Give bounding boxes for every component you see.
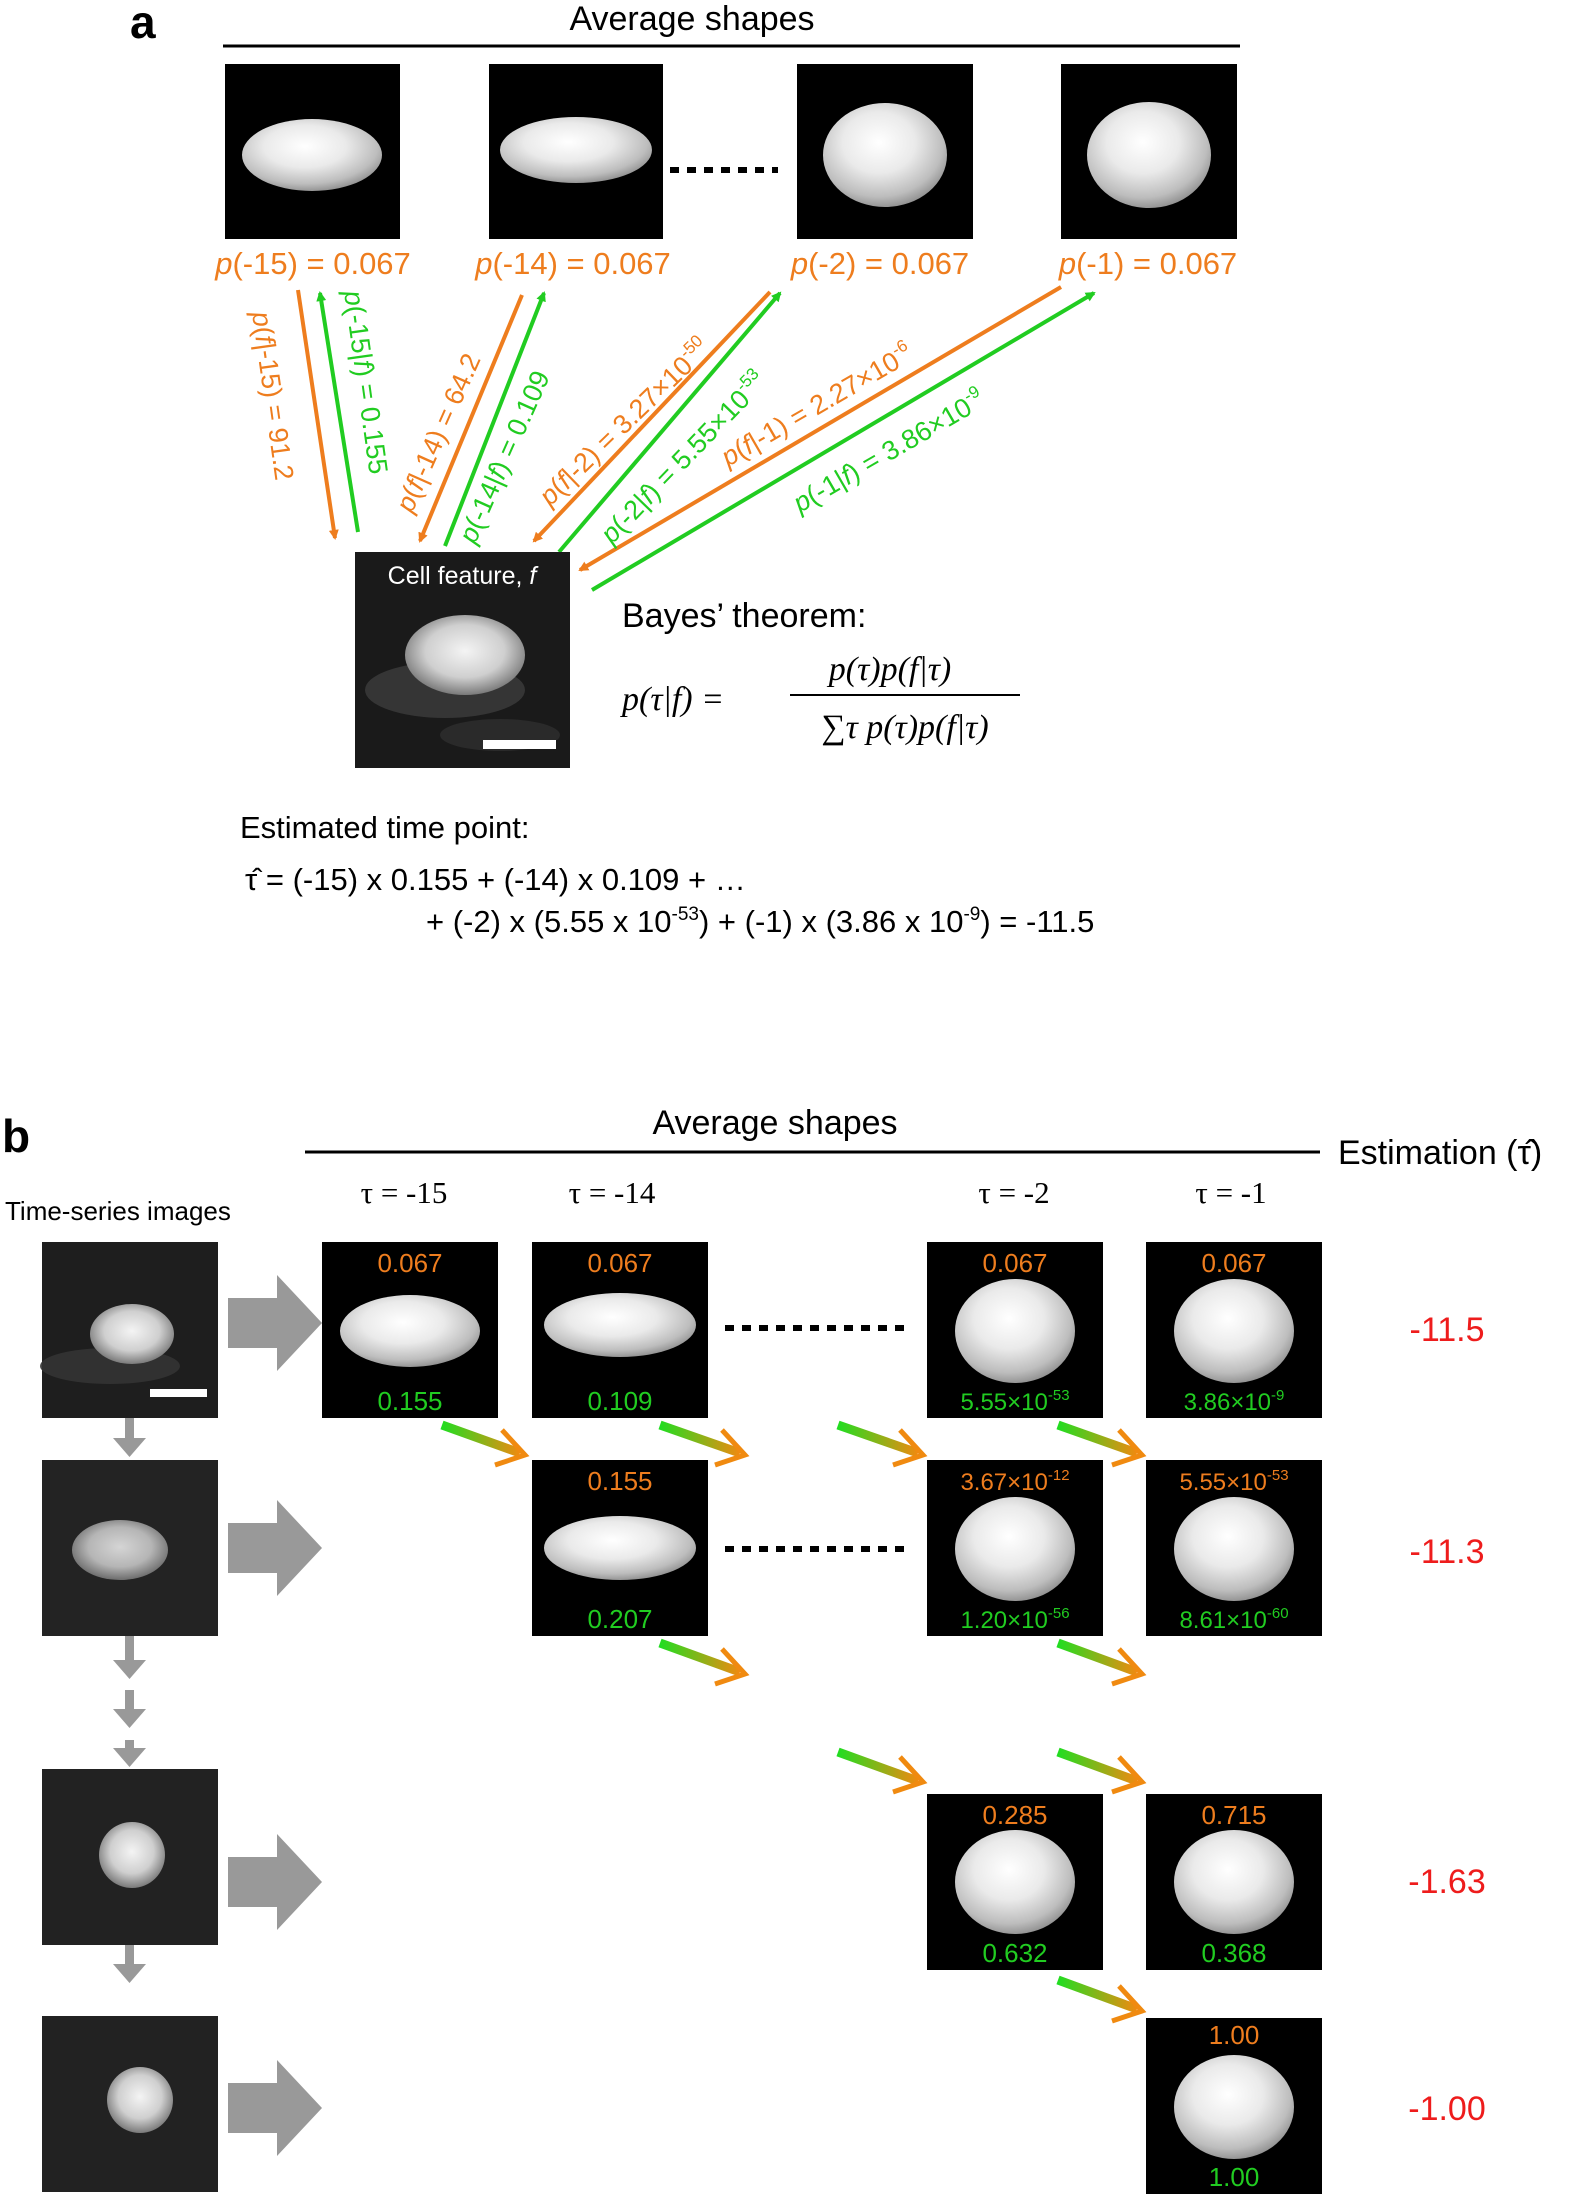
prior-label: p(-14) = 0.067: [474, 246, 671, 281]
panel-b-header: Average shapes: [652, 1104, 897, 1142]
shape-tile-b: 0.067 0.109: [532, 1242, 708, 1418]
prior-value: 0.067: [1201, 1248, 1266, 1278]
posterior-value: 0.155: [377, 1386, 442, 1416]
scale-bar: [483, 740, 556, 749]
posterior-value: 0.632: [982, 1938, 1047, 1968]
shape-tile-b: 0.155 0.207: [532, 1460, 708, 1636]
shape-tile-b: 0.067 3.86×10-9: [1146, 1242, 1322, 1418]
posterior-arrow-4: [590, 291, 1096, 592]
right-block-arrow-icon: [228, 2060, 322, 2156]
right-block-arrow-icon: [228, 1275, 322, 1371]
estimate-line-1: τ̂ = (-15) x 0.155 + (-14) x 0.109 + …: [245, 862, 746, 897]
timeseries-label: Time-series images: [5, 1196, 231, 1226]
estimation-header: Estimation (τ̂): [1338, 1134, 1542, 1172]
posterior-value: 1.20×10-56: [960, 1605, 1069, 1634]
likelihood-label: p(f|-2) = 3.27×10-50: [531, 331, 717, 512]
prior-label: p(-1) = 0.067: [1058, 246, 1237, 281]
prior-value: 3.67×10-12: [960, 1467, 1069, 1496]
prior-value: 0.285: [982, 1800, 1047, 1830]
timeseries-image-1: [40, 1242, 218, 1418]
down-arrow-icon: [113, 1418, 146, 1457]
prior-value: 0.715: [1201, 1800, 1266, 1830]
prior-value: 5.55×10-53: [1179, 1467, 1288, 1496]
down-arrow-icon: [113, 1740, 146, 1767]
shape-tile-a-3: [797, 64, 973, 239]
column-header: τ = -1: [1195, 1175, 1266, 1210]
scale-bar: [150, 1389, 207, 1397]
panel-b-label: b: [2, 1110, 30, 1162]
likelihood-arrow-2: [418, 294, 524, 543]
prior-value: 0.067: [587, 1248, 652, 1278]
bayes-title: Bayes’ theorem:: [622, 597, 866, 635]
transition-arrow-icon: [1056, 1975, 1147, 2024]
posterior-value: 0.368: [1201, 1938, 1266, 1968]
shape-tile-a-2: [489, 64, 663, 239]
timeseries-image-3: [42, 1769, 218, 1945]
shape-tile-a-4: [1061, 64, 1237, 239]
estimate-title: Estimated time point:: [240, 810, 529, 845]
likelihood-arrow-3: [532, 290, 772, 543]
shape-tile-b: 3.67×10-12 1.20×10-56: [927, 1460, 1103, 1636]
posterior-value: 8.61×10-60: [1179, 1605, 1288, 1634]
transition-arrow-icon: [658, 1420, 750, 1468]
estimate-value: -1.00: [1408, 2090, 1486, 2128]
prior-value: 0.155: [587, 1466, 652, 1496]
transition-arrow-icon: [658, 1638, 750, 1687]
column-header: τ = -2: [978, 1175, 1049, 1210]
panel-a-label: a: [130, 0, 156, 48]
cell-feature-label: Cell feature, f: [388, 562, 540, 590]
panel-a-header: Average shapes: [569, 0, 814, 38]
shape-tile-b: 5.55×10-53 8.61×10-60: [1146, 1460, 1322, 1636]
prior-value: 0.067: [982, 1248, 1047, 1278]
posterior-value: 5.55×10-53: [960, 1387, 1069, 1416]
bayes-numerator: p(τ)p(f|τ): [827, 651, 951, 688]
down-arrow-icon: [113, 1690, 146, 1728]
transition-arrow-icon: [1056, 1420, 1147, 1468]
transition-arrow-icon: [836, 1747, 928, 1795]
posterior-arrow-1: [316, 291, 360, 533]
likelihood-arrow-4: [578, 285, 1063, 572]
right-block-arrow-icon: [228, 1500, 322, 1596]
shape-tile-b: 0.715 0.368: [1146, 1794, 1322, 1970]
shape-tile-a-1: [225, 64, 400, 239]
cell-feature-image: Cell feature, f: [355, 552, 570, 768]
transition-arrow-icon: [440, 1420, 530, 1468]
bayes-lhs: p(τ|f) =: [620, 681, 724, 718]
transition-arrow-icon: [836, 1420, 928, 1468]
posterior-value: 1.00: [1209, 2162, 1260, 2192]
posterior-arrow-3: [557, 291, 782, 554]
down-arrow-icon: [113, 1945, 146, 1983]
transition-arrow-icon: [1056, 1747, 1147, 1795]
posterior-value: 0.109: [587, 1386, 652, 1416]
transition-arrow-icon: [1056, 1638, 1147, 1687]
estimate-line-2: + (-2) x (5.55 x 10-53) + (-1) x (3.86 x…: [426, 904, 1094, 939]
column-header: τ = -14: [569, 1175, 656, 1210]
prior-label: p(-2) = 0.067: [790, 246, 969, 281]
estimate-value: -1.63: [1408, 1863, 1486, 1901]
posterior-value: 0.207: [587, 1604, 652, 1634]
shape-tile-b: 0.067 0.155: [322, 1242, 498, 1418]
prior-value: 1.00: [1209, 2020, 1260, 2050]
estimate-value: -11.5: [1410, 1311, 1485, 1349]
bayes-denominator: ∑τ p(τ)p(f|τ): [821, 709, 988, 746]
posterior-value: 3.86×10-9: [1184, 1387, 1285, 1416]
likelihood-arrow-1: [296, 289, 339, 540]
estimate-value: -11.3: [1410, 1533, 1485, 1571]
timeseries-image-4: [42, 2016, 218, 2192]
posterior-arrow-2: [443, 291, 546, 547]
right-block-arrow-icon: [228, 1834, 322, 1930]
timeseries-image-2: [42, 1460, 218, 1636]
shape-tile-b: 0.067 5.55×10-53: [927, 1242, 1103, 1418]
down-arrow-icon: [113, 1636, 146, 1679]
column-header: τ = -15: [361, 1175, 448, 1210]
shape-tile-b: 0.285 0.632: [927, 1794, 1103, 1970]
prior-value: 0.067: [377, 1248, 442, 1278]
prior-label: p(-15) = 0.067: [214, 246, 411, 281]
likelihood-label: p(f|-15) = 91.2: [246, 309, 299, 482]
shape-tile-b: 1.00 1.00: [1146, 2018, 1322, 2194]
